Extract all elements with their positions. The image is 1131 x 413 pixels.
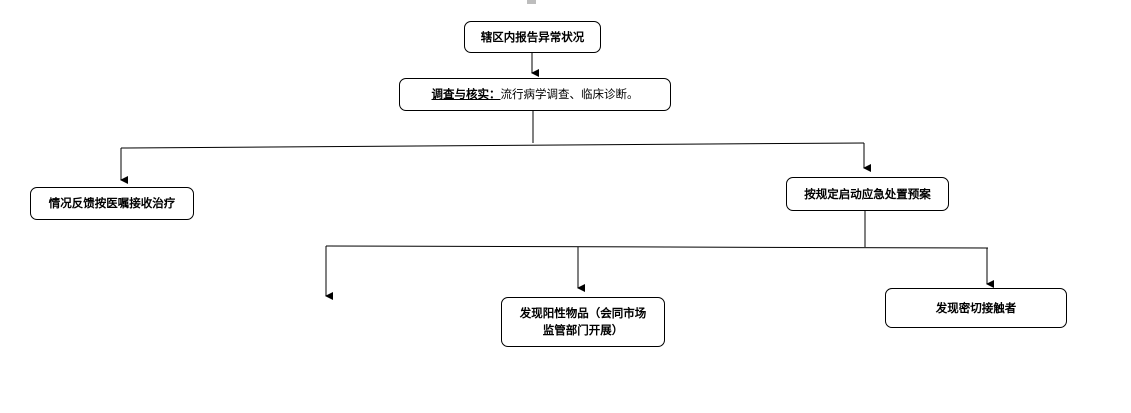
feedback-treatment-text: 情况反馈按医嘱接收治疗 xyxy=(48,196,176,210)
emergency-plan-box: 按规定启动应急处置预案 xyxy=(786,177,949,211)
close-contacts-box: 发现密切接触者 xyxy=(885,288,1067,328)
investigate-label: 调查与核实： xyxy=(431,87,501,101)
top-edge-mark xyxy=(527,0,536,4)
report-anomaly-text: 辖区内报告异常状况 xyxy=(480,29,585,44)
investigate-verify-box: 调查与核实：流行病学调查、临床诊断。 xyxy=(399,78,671,111)
feedback-treatment-box: 情况反馈按医嘱接收治疗 xyxy=(30,187,194,220)
positive-items-box: 发现阳性物品（会同市场 监管部门开展） xyxy=(501,297,665,347)
line-second-split xyxy=(325,245,989,249)
investigate-text: 流行病学调查、临床诊断。 xyxy=(500,87,639,101)
report-anomaly-box: 辖区内报告异常状况 xyxy=(464,21,601,53)
line-first-split xyxy=(120,142,865,149)
close-contacts-text: 发现密切接触者 xyxy=(935,300,1017,315)
positive-items-line1: 发现阳性物品（会同市场 xyxy=(519,306,647,320)
emergency-plan-text: 按规定启动应急处置预案 xyxy=(804,186,931,201)
positive-items-line2: 监管部门开展） xyxy=(542,323,624,337)
